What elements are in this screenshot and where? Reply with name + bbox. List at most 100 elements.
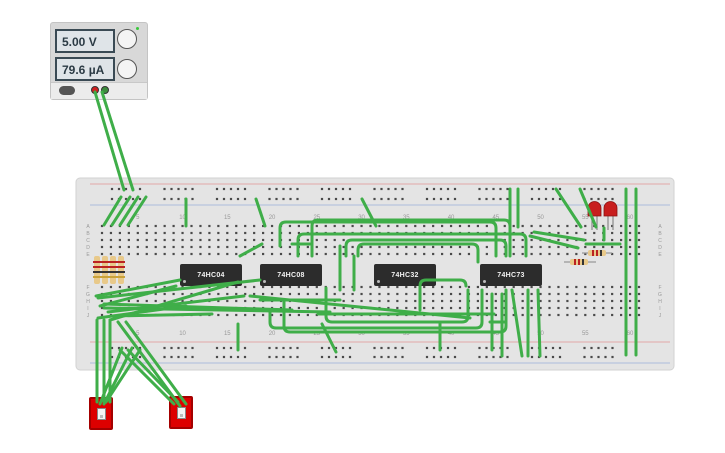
- hole[interactable]: [199, 238, 202, 242]
- hole[interactable]: [154, 285, 157, 289]
- hole[interactable]: [584, 238, 587, 242]
- hole[interactable]: [333, 313, 336, 317]
- hole[interactable]: [467, 292, 471, 296]
- rail-hole[interactable]: [131, 187, 135, 191]
- hole[interactable]: [575, 224, 578, 228]
- rail-hole[interactable]: [453, 355, 457, 359]
- hole[interactable]: [172, 238, 175, 242]
- hole[interactable]: [396, 299, 399, 303]
- hole[interactable]: [333, 252, 336, 256]
- hole[interactable]: [244, 313, 247, 317]
- hole[interactable]: [441, 306, 444, 310]
- hole[interactable]: [226, 238, 229, 242]
- hole[interactable]: [199, 299, 202, 303]
- rail-hole[interactable]: [124, 355, 128, 359]
- hole[interactable]: [530, 306, 533, 310]
- hole[interactable]: [109, 245, 113, 249]
- hole[interactable]: [628, 313, 632, 317]
- hole[interactable]: [369, 306, 372, 310]
- hole[interactable]: [181, 299, 184, 303]
- rail-hole[interactable]: [229, 346, 233, 350]
- hole[interactable]: [333, 306, 336, 310]
- hole[interactable]: [208, 313, 211, 317]
- hole[interactable]: [378, 224, 381, 228]
- rail-hole[interactable]: [425, 187, 429, 191]
- rail-hole[interactable]: [604, 346, 607, 350]
- hole[interactable]: [172, 306, 175, 310]
- hole[interactable]: [369, 285, 372, 289]
- hole[interactable]: [181, 245, 184, 249]
- rail-hole[interactable]: [191, 346, 194, 350]
- rail-hole[interactable]: [289, 187, 292, 191]
- hole[interactable]: [449, 285, 453, 289]
- hole[interactable]: [628, 292, 632, 296]
- rail-hole[interactable]: [170, 187, 173, 191]
- rail-hole[interactable]: [117, 355, 121, 359]
- hole[interactable]: [154, 313, 157, 317]
- hole[interactable]: [369, 238, 372, 242]
- rail-hole[interactable]: [327, 197, 331, 201]
- hole[interactable]: [217, 292, 220, 296]
- hole[interactable]: [109, 306, 113, 310]
- hole[interactable]: [262, 313, 265, 317]
- hole[interactable]: [360, 245, 363, 249]
- hole[interactable]: [476, 292, 479, 296]
- hole[interactable]: [172, 252, 175, 256]
- rail-hole[interactable]: [296, 346, 299, 350]
- rail-hole[interactable]: [296, 187, 299, 191]
- rail-hole[interactable]: [170, 355, 173, 359]
- hole[interactable]: [109, 252, 113, 256]
- hole[interactable]: [262, 224, 265, 228]
- hole[interactable]: [620, 313, 623, 317]
- rail-hole[interactable]: [499, 355, 502, 359]
- hole[interactable]: [593, 245, 596, 249]
- rail-hole[interactable]: [117, 197, 121, 201]
- hole[interactable]: [611, 252, 614, 256]
- hole[interactable]: [288, 285, 292, 289]
- rail-hole[interactable]: [170, 346, 173, 350]
- rail-hole[interactable]: [110, 355, 114, 359]
- hole[interactable]: [441, 245, 444, 249]
- hole[interactable]: [441, 299, 444, 303]
- hole[interactable]: [306, 292, 309, 296]
- hole[interactable]: [315, 299, 318, 303]
- hole[interactable]: [494, 313, 497, 317]
- hole[interactable]: [342, 292, 345, 296]
- rail-hole[interactable]: [296, 355, 299, 359]
- hole[interactable]: [324, 313, 327, 317]
- hole[interactable]: [235, 306, 238, 310]
- hole[interactable]: [226, 231, 229, 235]
- hole[interactable]: [449, 238, 453, 242]
- hole[interactable]: [414, 285, 417, 289]
- hole[interactable]: [315, 238, 318, 242]
- hole[interactable]: [458, 238, 462, 242]
- hole[interactable]: [118, 306, 121, 310]
- rail-hole[interactable]: [282, 346, 285, 350]
- rail-hole[interactable]: [268, 197, 271, 201]
- hole[interactable]: [485, 306, 488, 310]
- rail-hole[interactable]: [530, 197, 534, 201]
- hole[interactable]: [637, 299, 641, 303]
- hole[interactable]: [557, 292, 560, 296]
- rail-hole[interactable]: [222, 187, 226, 191]
- rail-hole[interactable]: [229, 187, 233, 191]
- hole[interactable]: [620, 245, 623, 249]
- hole[interactable]: [458, 292, 462, 296]
- hole[interactable]: [441, 224, 444, 228]
- power-supply[interactable]: 5.00 V 79.6 µA: [50, 22, 148, 100]
- hole[interactable]: [190, 224, 193, 228]
- hole[interactable]: [226, 313, 229, 317]
- hole[interactable]: [467, 224, 471, 228]
- hole[interactable]: [136, 231, 139, 235]
- hole[interactable]: [396, 245, 399, 249]
- hole[interactable]: [262, 292, 265, 296]
- hole[interactable]: [637, 285, 641, 289]
- hole[interactable]: [449, 231, 453, 235]
- hole[interactable]: [333, 292, 336, 296]
- hole[interactable]: [342, 245, 345, 249]
- hole[interactable]: [279, 224, 283, 228]
- rail-hole[interactable]: [485, 197, 488, 201]
- hole[interactable]: [611, 231, 614, 235]
- hole[interactable]: [360, 313, 363, 317]
- hole[interactable]: [154, 306, 157, 310]
